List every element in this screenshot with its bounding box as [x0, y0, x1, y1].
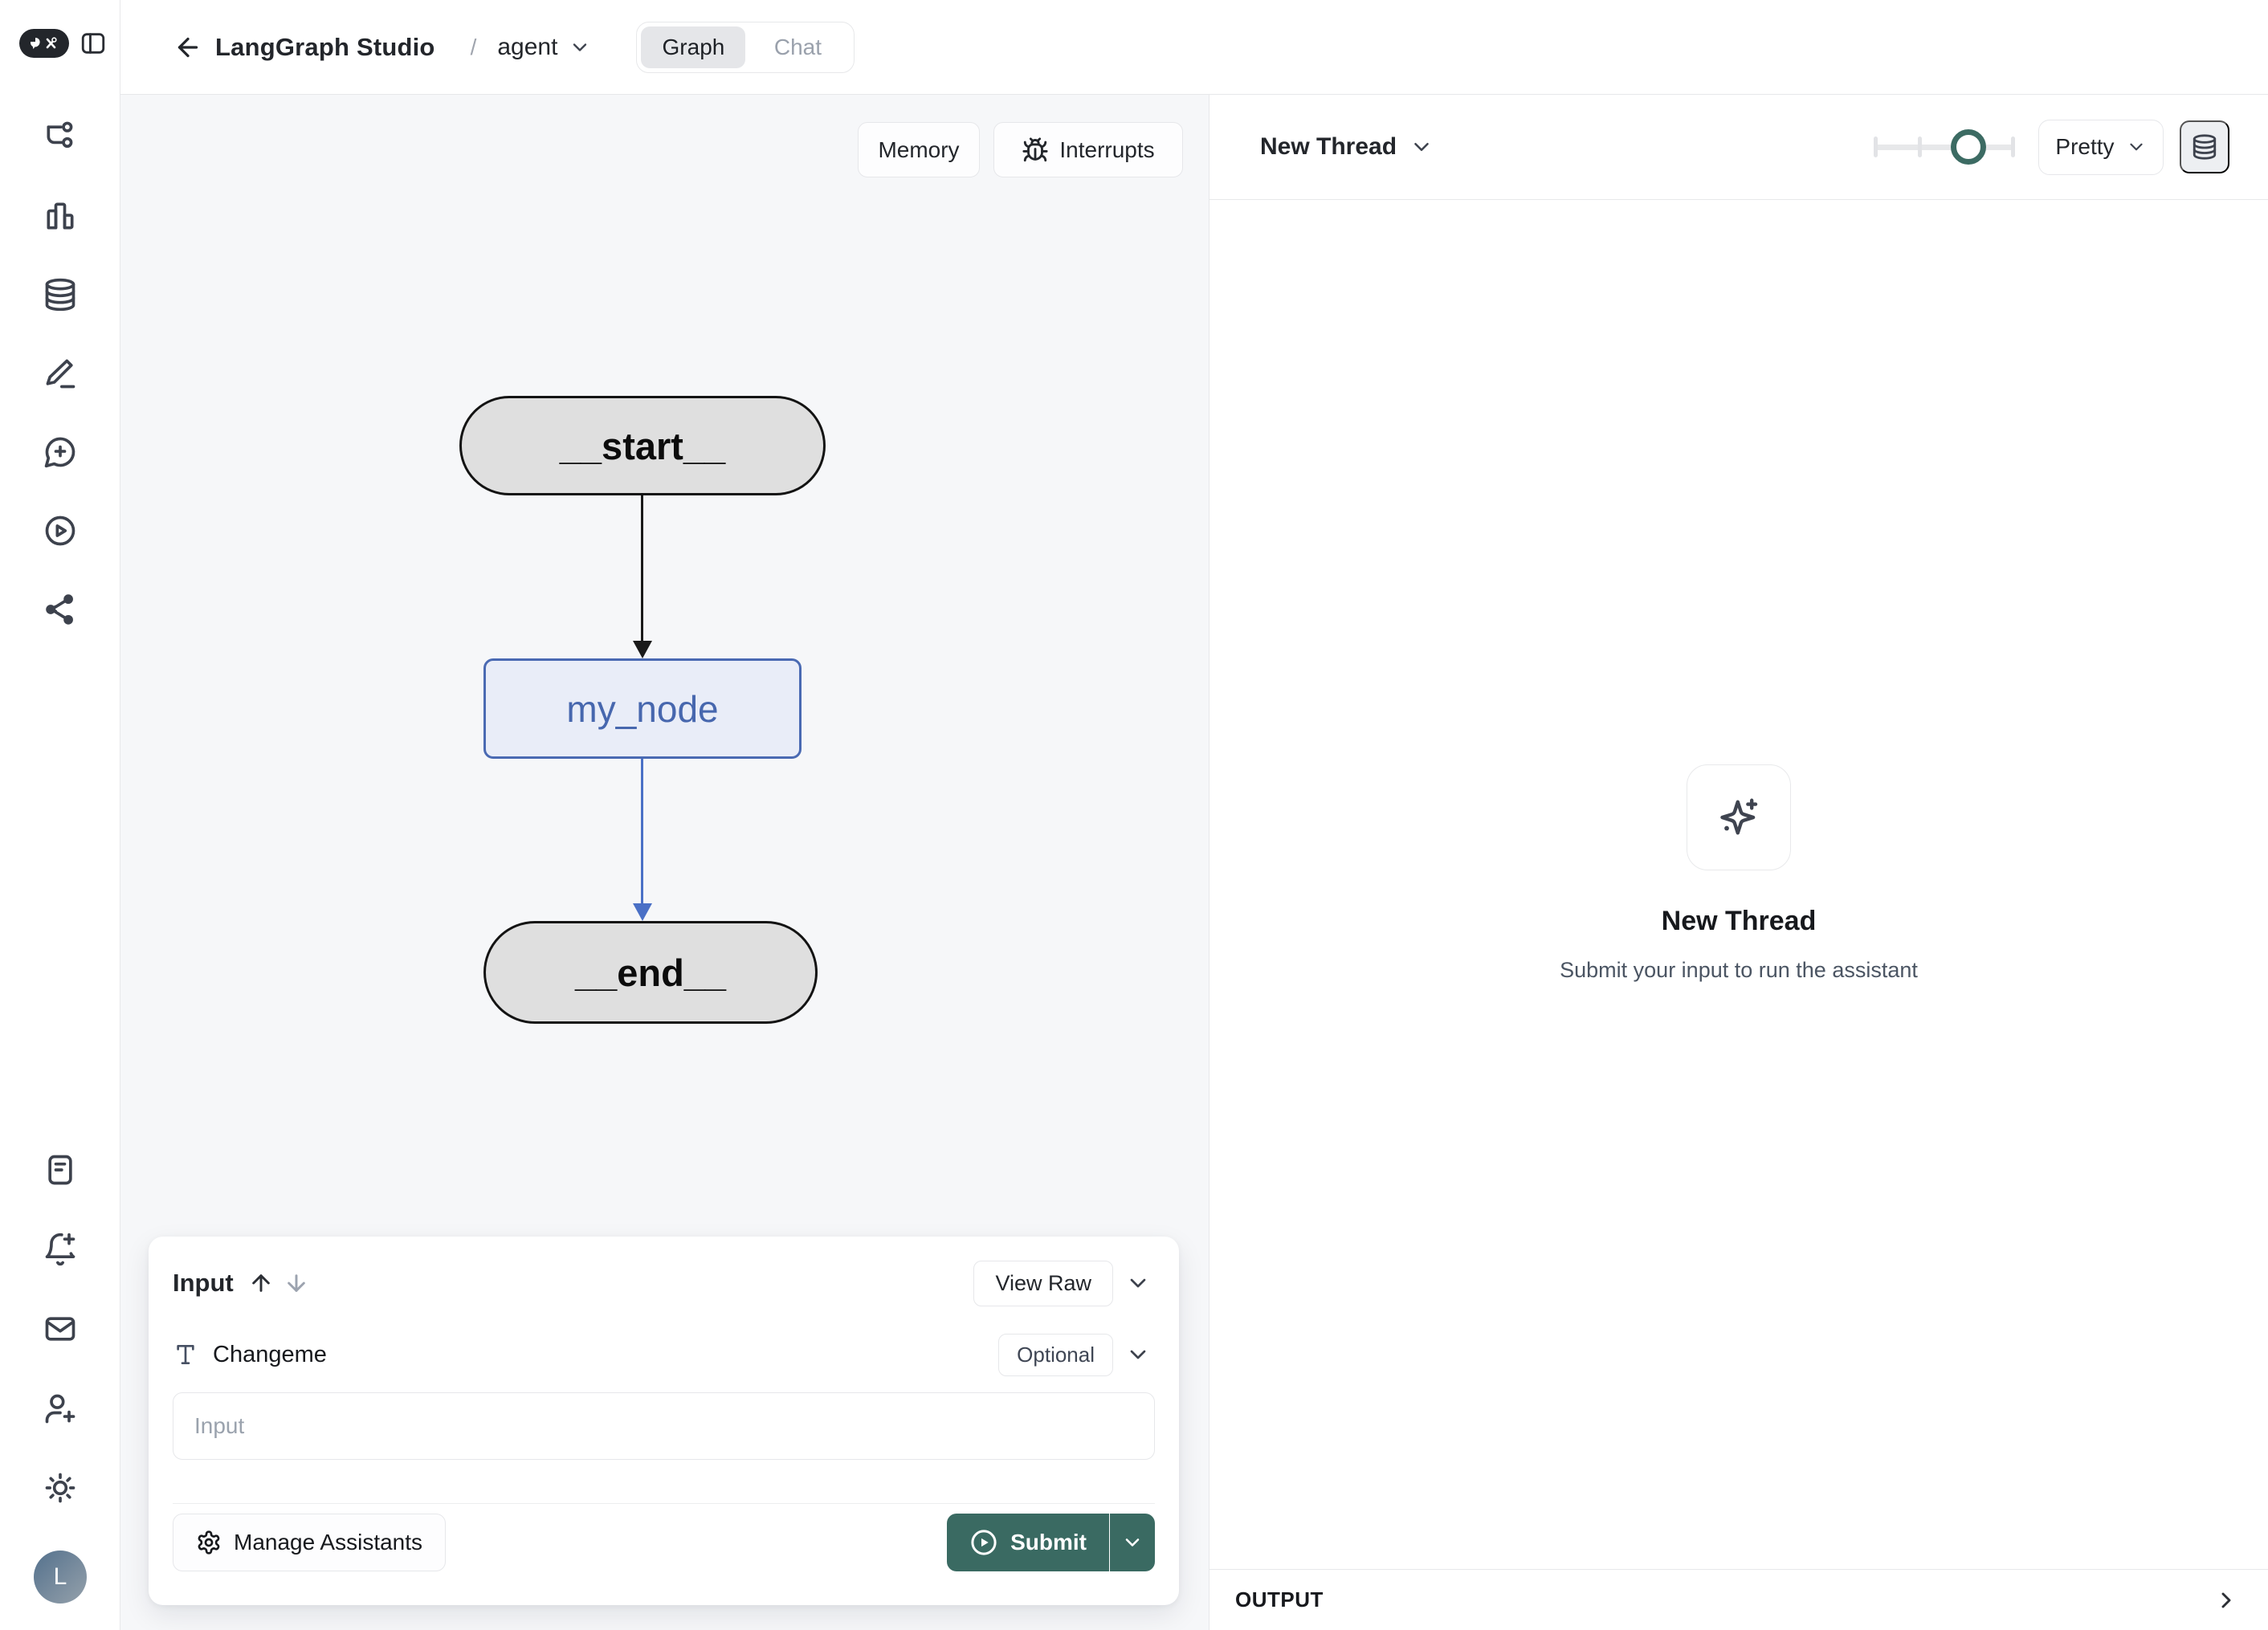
back-arrow-icon[interactable]	[172, 31, 204, 63]
topbar: LangGraph Studio / agent Graph Chat	[120, 0, 2268, 95]
play-circle-icon[interactable]	[42, 512, 79, 549]
bar-chart-icon[interactable]	[42, 198, 79, 234]
workflow-icon[interactable]	[42, 119, 79, 156]
node-end-label: __end__	[574, 951, 727, 994]
edge-start-arrowhead-icon	[633, 641, 652, 658]
chevron-down-icon	[1409, 135, 1434, 159]
gear-icon	[196, 1530, 222, 1555]
submit-options-chevron-icon[interactable]	[1110, 1514, 1155, 1571]
edge-end-arrowhead-icon	[633, 903, 652, 921]
interrupts-button[interactable]: Interrupts	[993, 122, 1183, 177]
user-plus-icon[interactable]	[42, 1390, 79, 1427]
thread-panel-header: New Thread Pretty	[1209, 95, 2268, 200]
breadcrumb-separator: /	[470, 34, 477, 59]
submit-button-label: Submit	[1010, 1530, 1087, 1555]
play-circle-filled-icon	[969, 1528, 998, 1557]
thread-title: New Thread	[1260, 133, 1397, 160]
share-network-icon[interactable]	[42, 591, 79, 628]
agent-selector-label: agent	[497, 33, 558, 60]
input-panel-title: Input	[173, 1269, 234, 1297]
tab-chat[interactable]: Chat	[773, 34, 822, 59]
slider-tick	[2011, 137, 2015, 157]
render-mode-label: Pretty	[2055, 134, 2115, 159]
memory-button[interactable]: Memory	[858, 122, 980, 177]
chevron-down-icon	[569, 36, 591, 59]
graph-node-mynode[interactable]: my_node	[483, 658, 802, 759]
output-label: OUTPUT	[1235, 1587, 1324, 1612]
input-collapse-chevron-icon[interactable]	[1121, 1266, 1155, 1300]
database-icon[interactable]	[42, 276, 79, 313]
output-bar[interactable]: OUTPUT	[1209, 1569, 2268, 1630]
sidebar-nav-top	[0, 119, 120, 628]
bug-icon	[1022, 137, 1049, 164]
sun-icon[interactable]	[42, 1469, 79, 1506]
sort-down-arrow-icon[interactable]	[282, 1269, 311, 1298]
panel-left-toggle-icon[interactable]	[79, 29, 108, 58]
message-circle-plus-icon[interactable]	[42, 434, 79, 471]
state-database-button[interactable]	[2180, 120, 2229, 173]
thread-empty-state: New Thread Submit your input to run the …	[1209, 764, 2268, 983]
edge-mynode-to-end	[641, 759, 643, 903]
input-field[interactable]	[173, 1392, 1155, 1460]
mail-icon[interactable]	[42, 1310, 79, 1347]
slider-tick	[1917, 137, 1922, 157]
type-t-icon	[173, 1342, 198, 1367]
view-raw-button[interactable]: View Raw	[973, 1260, 1113, 1306]
agent-selector[interactable]: agent	[497, 34, 591, 61]
thread-selector[interactable]: New Thread	[1260, 133, 1434, 161]
edge-start-to-mynode	[641, 495, 643, 641]
submit-split-button: Submit	[947, 1514, 1155, 1571]
node-start-label: __start__	[559, 424, 726, 467]
field-label: Changeme	[213, 1341, 327, 1367]
submit-button[interactable]: Submit	[947, 1514, 1109, 1571]
detail-level-slider[interactable]	[1874, 129, 2015, 165]
empty-state-title: New Thread	[1661, 906, 1817, 936]
sidebar: L	[0, 0, 120, 1630]
langchain-logo-glyph	[31, 37, 57, 50]
slider-track	[1874, 145, 2015, 150]
sidebar-logo-row	[19, 29, 108, 58]
empty-state-subtitle: Submit your input to run the assistant	[1560, 958, 1918, 982]
memory-button-label: Memory	[878, 137, 960, 162]
graph-node-end[interactable]: __end__	[483, 921, 818, 1024]
field-collapse-chevron-icon[interactable]	[1121, 1338, 1155, 1371]
node-mynode-label: my_node	[566, 687, 719, 730]
chevron-down-icon	[2126, 137, 2147, 157]
input-panel: Input View Raw Chang	[149, 1237, 1179, 1605]
graph-node-start[interactable]: __start__	[459, 396, 826, 495]
view-tabs: Graph Chat	[636, 21, 855, 73]
chevron-right-icon	[2213, 1587, 2239, 1613]
thread-panel: New Thread Pretty	[1209, 95, 2268, 1630]
pencil-line-icon[interactable]	[42, 355, 79, 392]
app-title: LangGraph Studio	[215, 32, 435, 61]
sidebar-nav-bottom: L	[0, 1151, 120, 1604]
graph-canvas[interactable]: Memory Interrupts __start__ my_node __e	[120, 95, 1209, 1630]
file-text-icon[interactable]	[42, 1151, 79, 1188]
tab-graph[interactable]: Graph	[641, 26, 746, 68]
manage-assistants-button[interactable]: Manage Assistants	[173, 1514, 447, 1571]
slider-knob[interactable]	[1950, 129, 1986, 165]
user-avatar[interactable]: L	[34, 1551, 87, 1604]
render-mode-dropdown[interactable]: Pretty	[2038, 119, 2164, 175]
bell-plus-icon[interactable]	[42, 1231, 79, 1268]
interrupts-button-label: Interrupts	[1059, 137, 1155, 162]
sparkles-icon	[1687, 764, 1791, 870]
sort-up-arrow-icon[interactable]	[247, 1269, 275, 1298]
langchain-logo[interactable]	[19, 29, 69, 58]
submit-divider	[1109, 1514, 1110, 1571]
input-panel-footer: Manage Assistants Submit	[173, 1503, 1155, 1571]
avatar-initial: L	[53, 1563, 67, 1590]
slider-tick	[1874, 137, 1878, 157]
optional-badge: Optional	[998, 1333, 1113, 1376]
manage-assistants-label: Manage Assistants	[234, 1530, 423, 1555]
